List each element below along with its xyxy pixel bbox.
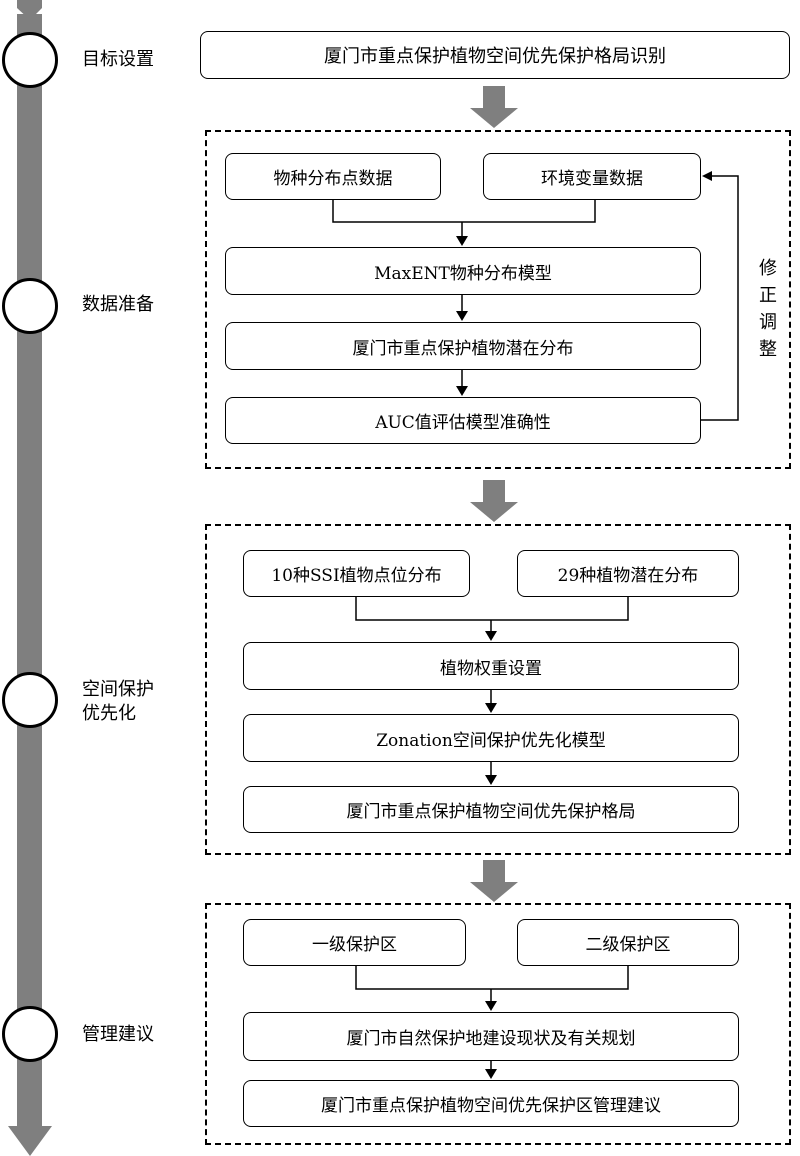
management-section	[205, 903, 791, 1145]
level1-zone-box: 一级保护区	[243, 919, 466, 966]
zonation-box: Zonation空间保护优先化模型	[243, 714, 739, 762]
env-vars-box: 环境变量数据	[483, 153, 701, 200]
stage-label-goal: 目标设置	[82, 49, 154, 70]
mgmt-arrowheads	[485, 1001, 497, 1079]
stage-marker	[2, 32, 58, 88]
species-points-box: 物种分布点数据	[225, 153, 441, 200]
section-arrow-2	[470, 480, 518, 522]
ssi-points-box: 10种SSI植物点位分布	[243, 550, 470, 597]
stage-label-prioritization: 空间保护 优先化	[82, 679, 154, 724]
timeline-arrowhead	[8, 1126, 52, 1156]
section-arrow-1	[470, 86, 518, 128]
prep-arrowheads	[456, 171, 712, 396]
potential-distribution-box: 厦门市重点保护植物潜在分布	[225, 322, 701, 370]
prior-arrowheads	[485, 631, 497, 785]
prep-connectors	[332, 175, 739, 421]
prior-connectors	[355, 597, 629, 777]
management-advice-box: 厦门市重点保护植物空间优先保护区管理建议	[243, 1080, 739, 1127]
potential-29-box: 29种植物潜在分布	[517, 550, 739, 597]
auc-box: AUC值评估模型准确性	[225, 397, 701, 444]
goal-box: 厦门市重点保护植物空间优先保护格局识别	[200, 31, 790, 79]
planning-status-box: 厦门市自然保护地建设现状及有关规划	[243, 1012, 739, 1061]
section-arrows	[470, 86, 518, 902]
stage-label-management: 管理建议	[82, 1024, 154, 1045]
section-arrow-3	[470, 860, 518, 902]
maxent-box: MaxENT物种分布模型	[225, 247, 701, 295]
timeline-bar	[17, 0, 42, 20]
priority-pattern-box: 厦门市重点保护植物空间优先保护格局	[243, 786, 739, 833]
stage-marker	[2, 672, 58, 728]
feedback-label: 修正调整	[759, 258, 777, 360]
stage-marker	[2, 1006, 58, 1062]
level2-zone-box: 二级保护区	[517, 919, 739, 966]
timeline-bar	[17, 14, 42, 1134]
weight-setting-box: 植物权重设置	[243, 642, 739, 690]
stage-marker	[2, 278, 58, 334]
stage-label-data-prep: 数据准备	[82, 294, 154, 315]
data-prep-section	[205, 130, 791, 469]
prioritization-section	[205, 524, 791, 855]
